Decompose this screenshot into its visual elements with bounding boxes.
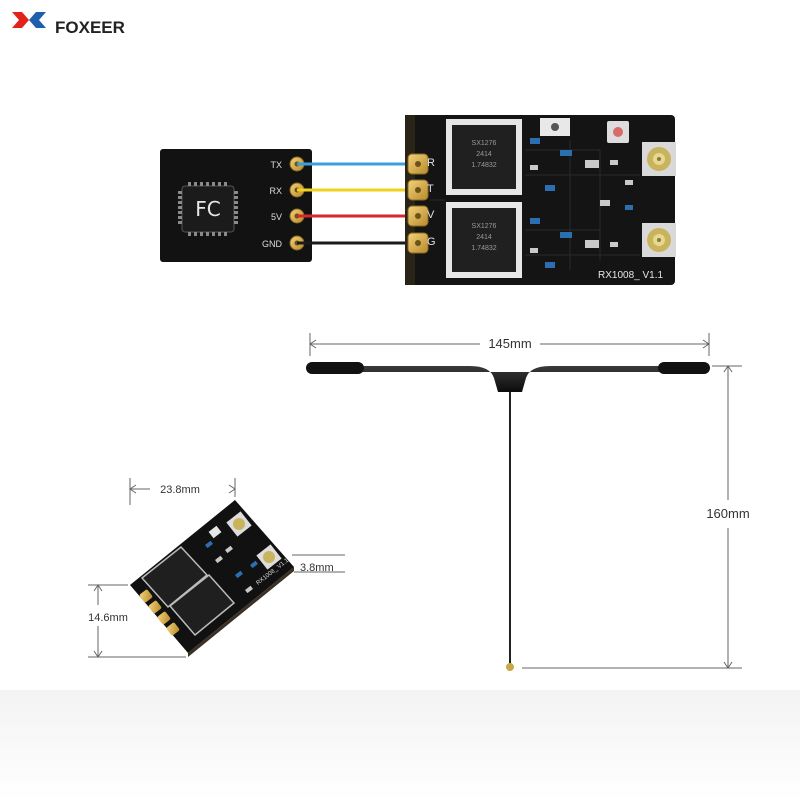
rf-chip-top-line1: SX1276 xyxy=(472,140,497,147)
rx-model-label: RX1008_ V1.1 xyxy=(598,270,663,281)
rf-chip-top-line2: 2414 xyxy=(476,151,492,158)
small-pad xyxy=(148,600,162,614)
rf-chip-bottom-line3: 1.74832 xyxy=(471,245,496,252)
dimension-antenna-width: 145mm xyxy=(309,333,710,356)
wire-group xyxy=(297,162,418,245)
foxeer-logo-icon xyxy=(12,12,46,28)
fc-chip: FC xyxy=(178,182,238,236)
board-width-label: 14.6mm xyxy=(88,612,128,624)
rx-pad-label-g: G xyxy=(427,236,436,248)
fc-pin-label-gnd: GND xyxy=(262,239,283,249)
fc-pin-label-5v: 5V xyxy=(271,212,282,222)
antenna-t-element xyxy=(360,366,662,392)
antenna xyxy=(306,362,710,671)
dimension-board-width: 14.6mm xyxy=(88,584,186,658)
dimension-antenna-height: 160mm xyxy=(522,365,750,669)
led-component xyxy=(607,121,629,143)
small-pad xyxy=(139,589,153,603)
rf-chip-bottom-line2: 2414 xyxy=(476,234,492,241)
button-component xyxy=(540,118,570,136)
ufl-connector-small-bottom xyxy=(256,544,282,570)
receiver-board: SX1276 2414 1.74832 SX1276 2414 1.74832 xyxy=(405,115,676,285)
background-fade xyxy=(0,690,800,800)
rf-chip-bottom: SX1276 2414 1.74832 xyxy=(446,202,522,278)
ufl-connector-bottom xyxy=(642,223,676,257)
dimension-board-thickness: 3.8mm xyxy=(292,554,345,574)
antenna-tip-left xyxy=(306,362,364,374)
ufl-connector-top xyxy=(642,142,676,176)
receiver-board-perspective: RX1008_ V1.1 xyxy=(130,500,294,657)
fc-board: FC TX RX 5V GND xyxy=(160,149,312,262)
brand-name: FOXEER xyxy=(55,18,125,37)
dimension-board-length: 23.8mm xyxy=(129,478,236,505)
rx-pad-label-t: T xyxy=(427,183,434,195)
small-pad xyxy=(166,622,180,636)
fc-chip-label: FC xyxy=(195,197,220,221)
rf-chip-bottom-line1: SX1276 xyxy=(472,223,497,230)
ipex-connector xyxy=(506,663,514,671)
small-pad xyxy=(157,611,171,625)
ufl-connector-small-top xyxy=(226,511,252,537)
antenna-tip-right xyxy=(658,362,710,374)
fc-pin-label-rx: RX xyxy=(269,186,282,196)
rf-chip-top-line3: 1.74832 xyxy=(471,162,496,169)
board-length-label: 23.8mm xyxy=(160,484,200,496)
rx-pad-label-v: V xyxy=(427,209,435,221)
antenna-width-label: 145mm xyxy=(488,336,531,351)
brand-logo: FOXEER xyxy=(12,12,125,37)
fc-pin-label-tx: TX xyxy=(270,160,282,170)
antenna-height-label: 160mm xyxy=(706,506,749,521)
rx-pad-label-r: R xyxy=(427,157,435,169)
rf-chip-top: SX1276 2414 1.74832 xyxy=(446,119,522,195)
board-thickness-label: 3.8mm xyxy=(300,562,334,574)
